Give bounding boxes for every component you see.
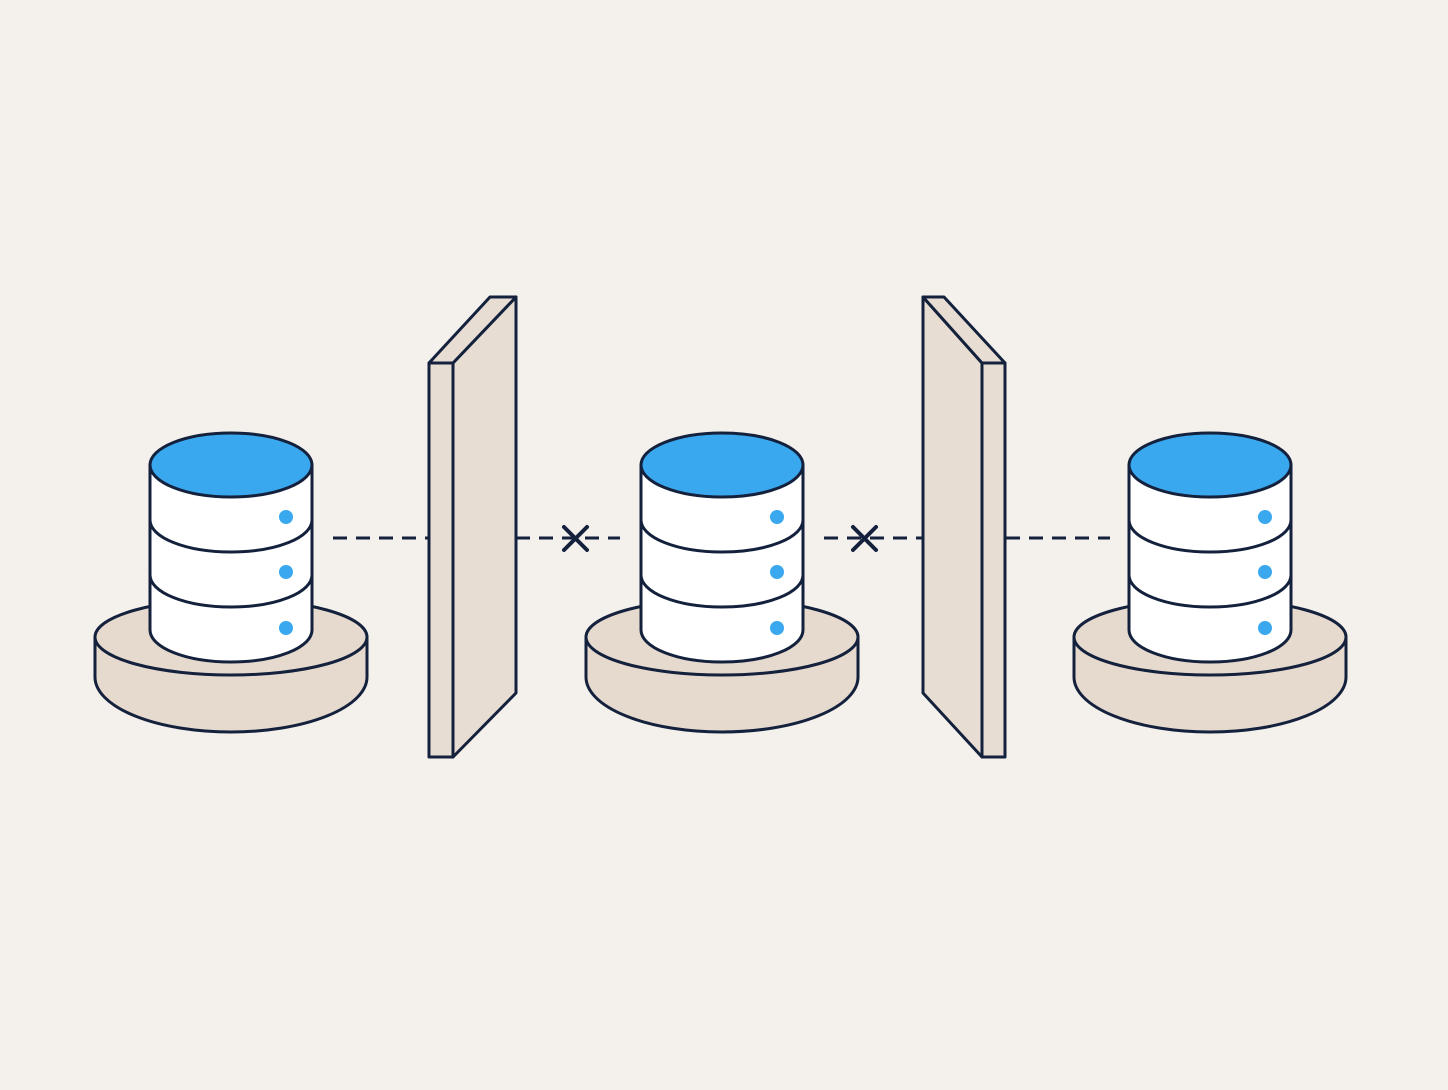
status-indicator bbox=[1258, 510, 1272, 524]
status-indicator bbox=[770, 565, 784, 579]
database-3 bbox=[1072, 431, 1348, 734]
firewall-2 bbox=[921, 295, 1007, 759]
database-icon bbox=[1127, 431, 1293, 664]
database-1 bbox=[93, 431, 369, 734]
wall-icon bbox=[427, 295, 518, 759]
blocked-x-icon bbox=[851, 525, 878, 552]
database-icon bbox=[148, 431, 314, 664]
blocked-marker-1 bbox=[562, 525, 589, 552]
blocked-x-icon bbox=[562, 525, 589, 552]
database-icon bbox=[639, 431, 805, 664]
status-indicator bbox=[279, 621, 293, 635]
status-indicator bbox=[1258, 621, 1272, 635]
firewall-1 bbox=[427, 295, 518, 759]
wall-icon bbox=[921, 295, 1007, 759]
status-indicator bbox=[770, 621, 784, 635]
status-indicator bbox=[279, 565, 293, 579]
status-indicator bbox=[279, 510, 293, 524]
blocked-marker-2 bbox=[851, 525, 878, 552]
status-indicator bbox=[1258, 565, 1272, 579]
status-indicator bbox=[770, 510, 784, 524]
database-2 bbox=[584, 431, 860, 734]
